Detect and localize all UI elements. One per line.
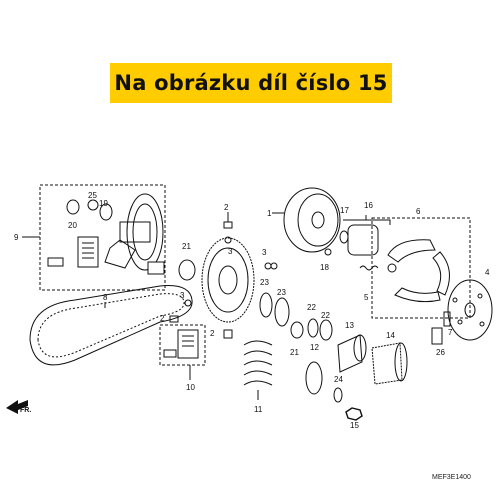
seal-19 — [99, 203, 113, 221]
nut-3b — [184, 299, 192, 307]
drive-face-inner — [132, 203, 158, 261]
callout-22b: 22 — [321, 311, 330, 320]
callout-20: 20 — [68, 221, 77, 230]
ring-12 — [305, 361, 323, 395]
drive-belt — [29, 285, 193, 366]
clutch-outer-hub — [311, 211, 325, 229]
group-box-10 — [159, 324, 206, 366]
callout-13: 13 — [345, 321, 354, 330]
callout-16: 16 — [364, 201, 373, 210]
callout-2b: 2 — [160, 314, 165, 323]
diagram-code: MEF3E1400 — [432, 474, 471, 481]
nut-3a — [224, 236, 232, 244]
callout-5: 5 — [364, 293, 369, 302]
callout-2a: 2 — [224, 203, 229, 212]
oring-23a — [259, 292, 273, 318]
bolt-2b — [169, 315, 179, 323]
bolt-2a — [223, 221, 233, 229]
clutch-shoe-a — [387, 239, 436, 263]
oring-23b — [274, 297, 290, 327]
seal-21a — [178, 259, 196, 281]
callout-18: 18 — [320, 263, 329, 272]
drive-belt-teeth — [37, 293, 185, 358]
ring-22b — [319, 319, 333, 341]
driven-face — [207, 247, 249, 313]
clutch-outer — [283, 187, 341, 253]
ring-22a — [307, 318, 319, 338]
callout-3b: 3 — [228, 247, 233, 256]
callout-11: 11 — [254, 405, 263, 414]
callout-2c: 2 — [210, 329, 215, 338]
callout-7: 7 — [448, 328, 453, 337]
callout-6: 6 — [416, 207, 421, 216]
group-box-6 — [371, 217, 471, 319]
label-plate-9 — [77, 236, 99, 268]
nut-3c — [264, 262, 272, 270]
drive-face — [126, 193, 164, 271]
drive-shaft — [104, 239, 136, 269]
callout-14: 14 — [386, 331, 395, 340]
nut-3d — [270, 262, 278, 270]
drive-plate-4 — [447, 279, 493, 341]
callout-8: 8 — [103, 293, 108, 302]
callout-4: 4 — [485, 268, 490, 277]
driven-face-outer — [201, 237, 255, 323]
nut-15 — [345, 407, 363, 421]
callout-9: 9 — [14, 233, 19, 242]
callout-17: 17 — [340, 206, 349, 215]
washer-25 — [87, 199, 99, 211]
clutch-plate-16 — [347, 224, 379, 256]
callout-1: 1 — [267, 209, 272, 218]
spring-11 — [243, 340, 273, 386]
label-plate-10 — [177, 329, 199, 359]
callout-3a: 3 — [180, 291, 185, 300]
collar-7 — [443, 311, 451, 327]
seal-21b — [290, 321, 304, 339]
pin-9 — [47, 257, 64, 267]
group-box-9 — [39, 184, 166, 291]
clutch-outer-inner — [297, 193, 339, 247]
shoe-pin — [387, 263, 397, 273]
bolt-26 — [431, 327, 443, 345]
bracket-16 — [343, 215, 391, 225]
callout-15: 15 — [350, 421, 359, 430]
clutch-shoe-b — [432, 251, 450, 296]
title-banner: Na obrázku díl číslo 15 — [110, 63, 392, 103]
bolt-2c — [223, 329, 233, 339]
callout-21a: 21 — [182, 242, 191, 251]
driven-hub — [218, 265, 238, 295]
spring-seat-14-face — [394, 342, 408, 382]
drive-hub — [119, 221, 151, 243]
callout-25: 25 — [88, 191, 97, 200]
callout-22a: 22 — [307, 303, 316, 312]
clutch-shoe-c — [394, 287, 441, 303]
drive-spline — [147, 261, 165, 275]
spring-5 — [359, 265, 379, 271]
callout-10: 10 — [186, 383, 195, 392]
callout-labels: 1 2 2 2 3 3 3 4 5 6 7 8 9 10 11 12 13 14… — [14, 191, 490, 430]
drive-plate-hub — [464, 302, 476, 318]
callout-26: 26 — [436, 348, 445, 357]
callout-23b: 23 — [277, 288, 286, 297]
collar-13-face — [353, 334, 367, 362]
nut-18 — [324, 248, 332, 256]
callout-24: 24 — [334, 375, 343, 384]
bearing-20 — [66, 199, 80, 215]
callout-12: 12 — [310, 343, 319, 352]
callout-19: 19 — [99, 199, 108, 208]
callout-3c: 3 — [262, 248, 267, 257]
callout-23a: 23 — [260, 278, 269, 287]
callout-21b: 21 — [290, 348, 299, 357]
washer-17 — [339, 230, 349, 244]
banner-text: Na obrázku díl číslo 15 — [114, 71, 388, 95]
spring-seat-14 — [371, 342, 403, 385]
front-marker-text: FR. — [20, 407, 31, 414]
collar-13 — [337, 334, 363, 373]
front-arrow — [6, 400, 28, 414]
pin-10 — [163, 349, 177, 358]
washer-24 — [333, 387, 343, 403]
